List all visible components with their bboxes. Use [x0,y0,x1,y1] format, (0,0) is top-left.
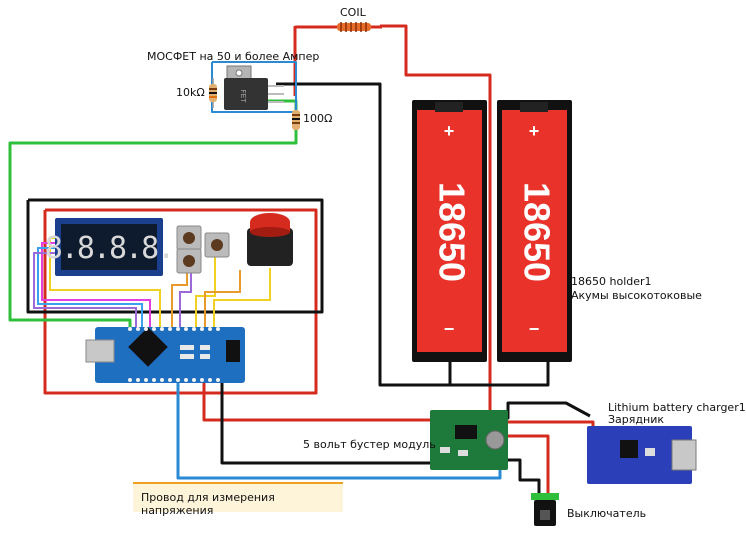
wire-black-display-loop [26,198,324,314]
wire-green-gate [8,128,298,327]
wire-display-4 [33,252,137,327]
wire-btn-4 [204,270,241,327]
wire-display-3 [37,247,143,327]
display-digits: 8.8.8.8. [45,231,174,266]
boost-module [430,410,508,470]
resistor-10k-label: 10kΩ [176,86,205,99]
svg-text:−: − [529,319,540,339]
wire-black-boost-charger [505,401,591,420]
charger-title: Lithium battery charger1 [608,401,746,414]
resistor-100-label: 100Ω [303,112,333,125]
battery-holder-subtitle: Акумы высокотоковые [571,289,702,302]
battery-label-2: 18650 [516,182,557,282]
wire-red-boost-switch [505,434,550,494]
coil-label: COIL [340,6,366,19]
tact-button-1 [176,225,202,251]
sense-wire-note: Провод для измерения напряжения [133,482,343,517]
switch-label: Выключатель [567,507,647,520]
wire-display-2 [41,242,151,327]
sense-wire-note-text: Провод для измерения напряжения [141,491,275,517]
mosfet-mark: FET [239,89,246,103]
wire-red-coil-battery [380,24,492,95]
wire-red-boost-charger [505,420,595,435]
wire-btn-2 [179,265,192,327]
wire-black-arduino-gnd [220,382,437,465]
wire-black-boost-switch [505,458,541,494]
resistor-100-icon [292,110,300,130]
wire-btn-5 [213,268,271,327]
charger-module [587,426,697,484]
tact-button-3 [176,248,202,274]
transistor-icon: FET [224,65,284,110]
slide-switch-icon [531,493,559,526]
seven-segment-display-icon: 8.8.8.8. [45,218,175,276]
svg-text:+: + [529,121,540,141]
battery-holder: + − 18650 + − 18650 [412,100,572,362]
wire-red-display-loop [43,208,318,395]
boost-label: 5 вольт бустер модуль [303,438,436,451]
tact-button-2 [204,232,230,258]
battery-holder-title: 18650 holder1 [571,275,652,288]
wire-red-arduino-vin [202,382,437,422]
resistor-10k-icon [209,78,217,108]
inductor-icon [295,22,382,32]
svg-text:−: − [444,319,455,339]
wire-btn-1 [171,265,188,327]
charger-subtitle: Зарядник [608,413,664,426]
arduino-nano [85,327,245,383]
wire-black-mosfet-source [276,82,550,387]
wire-blue-sense [176,382,502,480]
mosfet-label: МОСФЕТ на 50 и более Ампер [147,50,320,63]
battery-label-1: 18650 [431,182,472,282]
svg-text:+: + [444,121,455,141]
push-button-icon [247,213,293,266]
wire-display-1 [49,237,161,327]
